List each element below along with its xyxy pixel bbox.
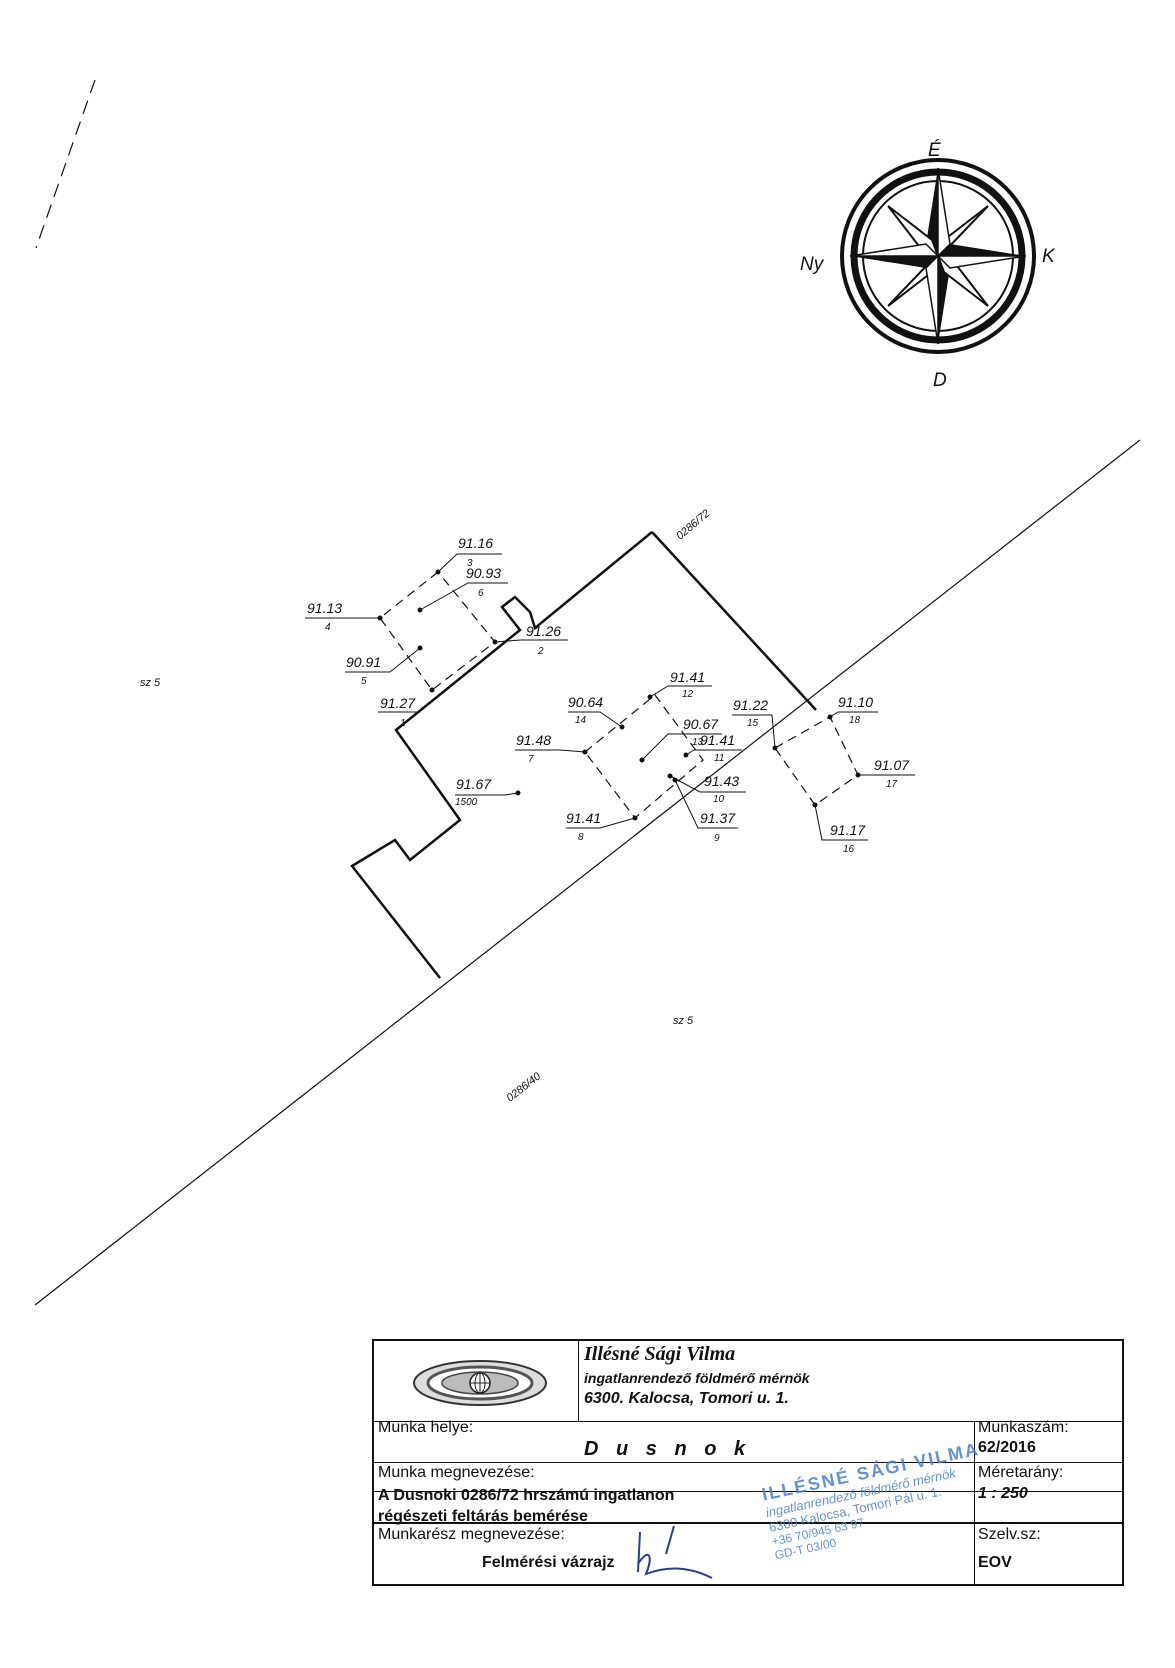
scale-label: Méretarány: [978, 1464, 1064, 1481]
zone-label-left: sz 5 [140, 677, 161, 689]
point-label-17: 91.07 17 [874, 757, 910, 790]
svg-text:90.91: 90.91 [346, 654, 381, 670]
svg-text:18: 18 [849, 715, 861, 726]
part-label: Munkarész megnevezése: [378, 1526, 565, 1543]
zone-label-bottom: sz 5 [673, 1015, 694, 1027]
label-leaders [305, 553, 915, 841]
title-block: Illésné Sági Vilma ingatlanrendező földm… [372, 1339, 1124, 1525]
compass-north-label: É [928, 140, 941, 161]
work-place-label: Munka helye: [378, 1419, 474, 1436]
svg-text:90.93: 90.93 [466, 565, 501, 581]
point-label-1: 91.27 1 [380, 695, 416, 729]
point-label-2: 91.26 2 [526, 623, 561, 657]
point-label-7: 91.48 7 [516, 732, 551, 765]
svg-text:91.41: 91.41 [700, 732, 735, 748]
firm-title: ingatlanrendező földmérő mérnök [584, 1370, 810, 1386]
svg-text:2: 2 [537, 646, 544, 657]
svg-text:6: 6 [478, 588, 484, 599]
svg-text:9: 9 [714, 833, 720, 844]
svg-text:91.27: 91.27 [380, 695, 416, 711]
parcel-label-road: 0286/40 [504, 1070, 543, 1104]
svg-text:91.67: 91.67 [456, 776, 492, 792]
svg-text:11: 11 [714, 753, 724, 764]
firm-name: Illésné Sági Vilma [584, 1343, 736, 1365]
svg-text:8: 8 [578, 832, 584, 843]
survey-points [377, 569, 861, 821]
sheet-label: Szelv.sz: [978, 1526, 1041, 1543]
svg-text:91.07: 91.07 [874, 757, 910, 773]
svg-text:91.22: 91.22 [733, 697, 768, 713]
point-label-6: 90.93 6 [466, 565, 501, 599]
part-name: Felmérési vázrajz [482, 1554, 615, 1571]
point-label-5: 90.91 5 [346, 654, 381, 687]
signature-icon [637, 1525, 713, 1579]
svg-text:1500: 1500 [455, 797, 478, 808]
svg-text:10: 10 [713, 794, 725, 805]
svg-text:15: 15 [747, 718, 759, 729]
svg-text:91.48: 91.48 [516, 732, 551, 748]
point-label-8: 91.41 8 [566, 810, 601, 843]
point-label-14: 90.64 14 [568, 694, 603, 726]
svg-text:1: 1 [400, 718, 406, 729]
road-boundary-line [34, 439, 1141, 1306]
svg-text:91.41: 91.41 [670, 669, 705, 685]
parcel-east-boundary [651, 531, 817, 711]
point-label-1500: 91.67 1500 [455, 776, 492, 808]
job-no-label: Munkaszám: [978, 1419, 1069, 1436]
dashed-reference-line [35, 79, 96, 249]
point-label-3: 91.16 3 [458, 535, 493, 569]
svg-text:91.37: 91.37 [700, 810, 736, 826]
compass-rose-icon [840, 158, 1036, 354]
point-label-15: 91.22 15 [733, 697, 768, 729]
work-place: D u s n o k [584, 1438, 752, 1460]
svg-text:91.13: 91.13 [307, 600, 342, 616]
svg-text:91.26: 91.26 [526, 623, 561, 639]
svg-text:90.67: 90.67 [683, 716, 719, 732]
trench-outlines [379, 571, 859, 819]
svg-text:16: 16 [843, 844, 855, 855]
svg-text:3: 3 [467, 558, 473, 569]
compass-west-label: Ny [800, 254, 825, 275]
compass-south-label: D [933, 370, 947, 391]
svg-text:7: 7 [528, 754, 534, 765]
title-block-part: Munkarész megnevezése: Felmérési vázrajz… [372, 1524, 1124, 1586]
svg-text:90.64: 90.64 [568, 694, 603, 710]
point-label-11: 91.41 11 [700, 732, 735, 764]
svg-text:12: 12 [682, 689, 694, 700]
point-label-4: 91.13 4 [307, 600, 342, 633]
svg-text:91.41: 91.41 [566, 810, 601, 826]
point-label-16: 91.17 16 [830, 822, 866, 855]
work-name-line1: A Dusnoki 0286/72 hrszámú ingatlanon [378, 1487, 675, 1504]
svg-text:13: 13 [692, 737, 704, 748]
work-name-label: Munka megnevezése: [378, 1464, 535, 1481]
parcel-boundary [350, 531, 653, 979]
scale-value: 1 : 250 [978, 1485, 1028, 1502]
parcel-label-main: 0286/72 [674, 508, 712, 543]
svg-text:14: 14 [575, 715, 587, 726]
svg-text:91.17: 91.17 [830, 822, 866, 838]
firm-address: 6300. Kalocsa, Tomori u. 1. [584, 1390, 789, 1407]
svg-text:91.10: 91.10 [838, 694, 873, 710]
svg-text:4: 4 [325, 622, 331, 633]
point-label-10: 91.43 10 [704, 773, 739, 805]
svg-text:91.16: 91.16 [458, 535, 493, 551]
point-label-13: 90.67 13 [683, 716, 719, 748]
point-label-9: 91.37 9 [700, 810, 736, 844]
svg-text:17: 17 [886, 779, 898, 790]
point-label-12: 91.41 12 [670, 669, 705, 700]
point-label-18: 91.10 18 [838, 694, 873, 726]
job-no: 62/2016 [978, 1439, 1036, 1456]
compass-east-label: K [1042, 246, 1056, 267]
firm-logo-icon [410, 1359, 550, 1407]
svg-text:5: 5 [361, 676, 367, 687]
work-name-line2: régészeti feltárás bemérése [378, 1508, 588, 1525]
svg-text:91.43: 91.43 [704, 773, 739, 789]
sheet-value: EOV [978, 1554, 1012, 1571]
